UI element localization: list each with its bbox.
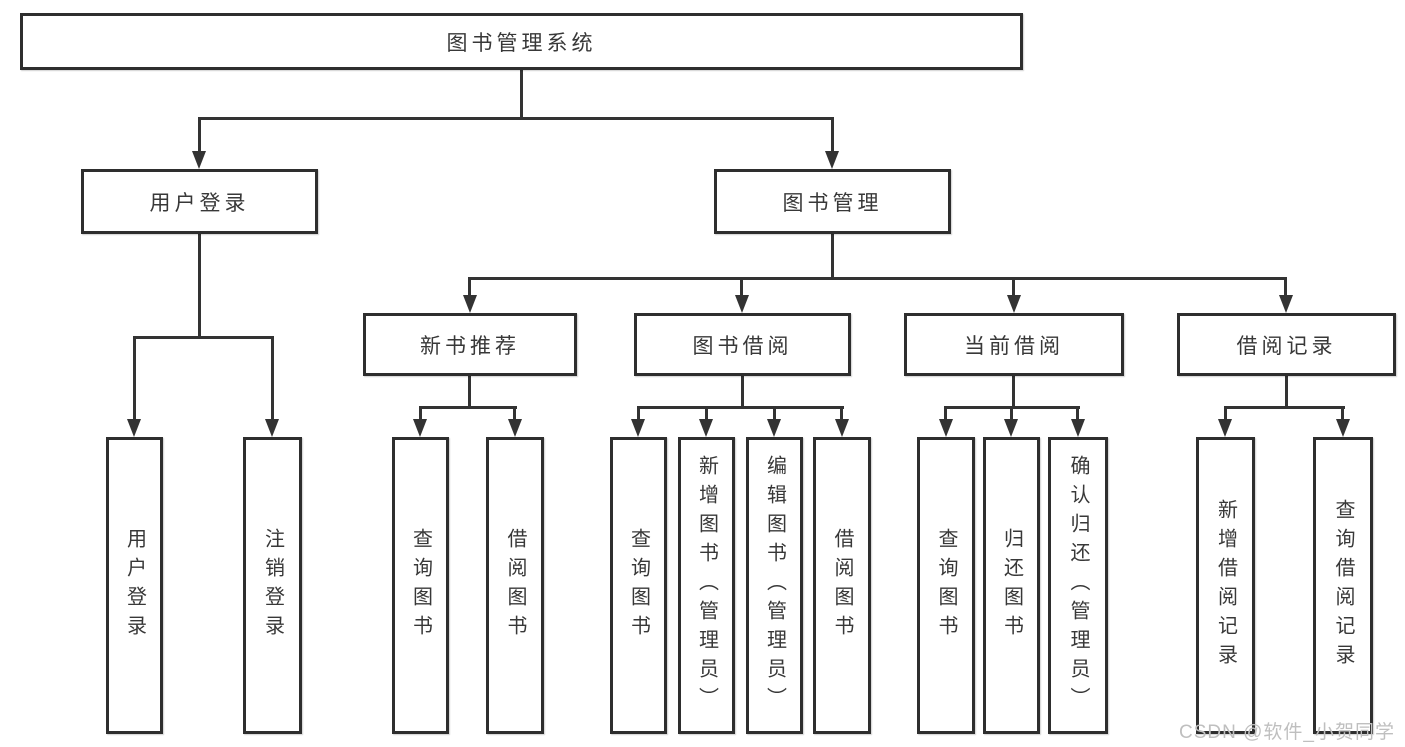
- connector-branch-new-book: [419, 406, 517, 409]
- connector-stub: [637, 406, 640, 422]
- connector-stub: [1076, 406, 1079, 422]
- leaf-current-confirm-return-admin: 确认归还（管理员）: [1048, 437, 1108, 734]
- leaf-borrowing-edit-books-admin: 编辑图书（管理员）: [746, 437, 803, 734]
- leaf-borrowing-query-books: 查询图书: [610, 437, 667, 734]
- connector-new-book-stem: [468, 374, 471, 409]
- leaf-borrowing-borrow-books: 借阅图书: [813, 437, 871, 734]
- leaf-logout: 注销登录: [243, 437, 302, 734]
- arrowhead-leaf: [835, 419, 849, 437]
- connector-to-current-borrowing: [1012, 277, 1015, 299]
- connector-stub: [1224, 406, 1227, 422]
- leaf-borrowing-add-books-admin: 新增图书（管理员）: [678, 437, 735, 734]
- arrowhead-leaf: [631, 419, 645, 437]
- connector-book-management-stem: [831, 234, 834, 280]
- arrowhead-leaf: [1004, 419, 1018, 437]
- connector-to-book-borrowing: [740, 277, 743, 299]
- node-new-book-recommend: 新书推荐: [363, 313, 577, 376]
- connector-to-user-login: [198, 117, 201, 153]
- connector-stub: [1010, 406, 1013, 422]
- connector-to-borrowing-records: [1284, 277, 1287, 299]
- arrowhead-user-login: [192, 151, 206, 169]
- connector-branch-book-borrowing: [637, 406, 844, 409]
- connector-stub: [1341, 406, 1344, 422]
- connector-to-new-book: [468, 277, 471, 299]
- connector-stub: [773, 406, 776, 422]
- arrowhead-leaf: [1218, 419, 1232, 437]
- connector-stub: [419, 406, 422, 422]
- connector-book-borrowing-stem: [741, 374, 744, 409]
- arrowhead-leaf: [767, 419, 781, 437]
- connector-branch-borrowing-records: [1224, 406, 1345, 409]
- node-current-borrowing: 当前借阅: [904, 313, 1124, 376]
- leaf-newbook-borrow-books: 借阅图书: [486, 437, 544, 734]
- leaf-current-query-books: 查询图书: [917, 437, 975, 734]
- node-borrowing-records: 借阅记录: [1177, 313, 1396, 376]
- arrowhead-current-borrowing: [1007, 295, 1021, 313]
- leaf-current-return-books: 归还图书: [983, 437, 1040, 734]
- node-library-management-system: 图书管理系统: [20, 13, 1023, 70]
- leaf-newbook-query-books: 查询图书: [392, 437, 449, 734]
- connector-to-book-management: [831, 117, 834, 153]
- node-user-login: 用户登录: [81, 169, 318, 234]
- connector-root-stem: [520, 69, 523, 120]
- arrowhead-leaf-logout: [265, 419, 279, 437]
- leaf-records-add-record: 新增借阅记录: [1196, 437, 1255, 734]
- connector-branch-user-login: [133, 336, 274, 339]
- leaf-records-query-record: 查询借阅记录: [1313, 437, 1373, 734]
- arrowhead-borrowing-records: [1279, 295, 1293, 313]
- arrowhead-new-book: [463, 295, 477, 313]
- node-book-borrowing: 图书借阅: [634, 313, 851, 376]
- arrowhead-leaf: [699, 419, 713, 437]
- connector-stub: [840, 406, 843, 422]
- connector-current-borrowing-stem: [1012, 374, 1015, 409]
- connector-stub: [513, 406, 516, 422]
- connector-stub: [705, 406, 708, 422]
- arrowhead-leaf: [413, 419, 427, 437]
- connector-branch-level2: [468, 277, 1286, 280]
- leaf-user-login: 用户登录: [106, 437, 163, 734]
- arrowhead-leaf: [1336, 419, 1350, 437]
- connector-borrowing-records-stem: [1285, 374, 1288, 409]
- connector-user-login-stem: [198, 234, 201, 339]
- arrowhead-leaf: [1071, 419, 1085, 437]
- connector-branch-level1: [198, 117, 834, 120]
- connector-to-leaf-login: [133, 336, 136, 421]
- connector-to-leaf-logout: [271, 336, 274, 421]
- node-book-management: 图书管理: [714, 169, 951, 234]
- arrowhead-leaf: [508, 419, 522, 437]
- connector-stub: [944, 406, 947, 422]
- arrowhead-leaf: [939, 419, 953, 437]
- arrowhead-book-management: [825, 151, 839, 169]
- arrowhead-leaf-login: [127, 419, 141, 437]
- arrowhead-book-borrowing: [735, 295, 749, 313]
